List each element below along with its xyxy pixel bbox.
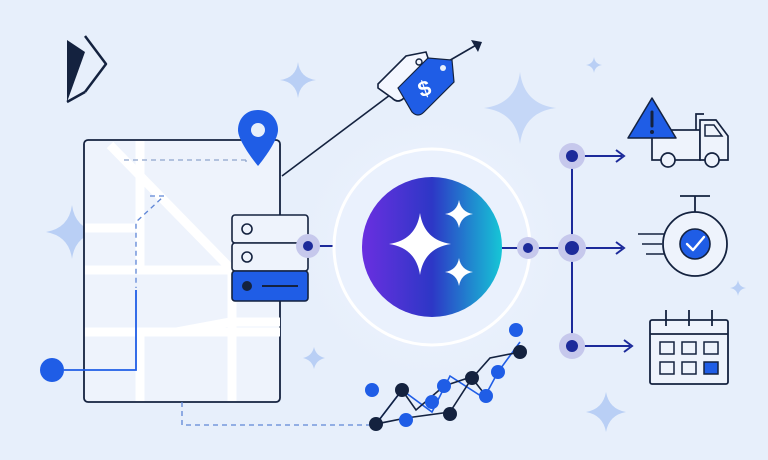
sparkle-icon [484, 72, 556, 144]
sparkle-stars-icon [389, 200, 473, 286]
sparkle-icon [586, 392, 626, 432]
arrow-head-icon [471, 40, 482, 52]
sparkle-icon [280, 62, 316, 98]
route-start-marker [40, 358, 64, 382]
route-line [64, 290, 137, 371]
map-roads [85, 141, 280, 401]
sparkle-icon [730, 280, 746, 296]
dashed-route [181, 402, 376, 426]
connector-node [303, 241, 313, 251]
sparkle-icon [586, 57, 602, 73]
map-pin-icon [238, 110, 278, 166]
calendar-icon [649, 310, 729, 385]
server-stack-icon [231, 214, 309, 302]
stopwatch-check-icon [638, 195, 728, 277]
output-connectors [502, 143, 634, 359]
brand-logo-icon [66, 35, 108, 104]
sparkle-icon [303, 347, 325, 369]
network-line-graph-icon [365, 323, 527, 431]
price-tag-icon: $ [377, 51, 455, 116]
warning-truck-icon [627, 97, 729, 168]
sparkle-icon [46, 205, 98, 259]
decorative-sparkles [46, 57, 746, 432]
